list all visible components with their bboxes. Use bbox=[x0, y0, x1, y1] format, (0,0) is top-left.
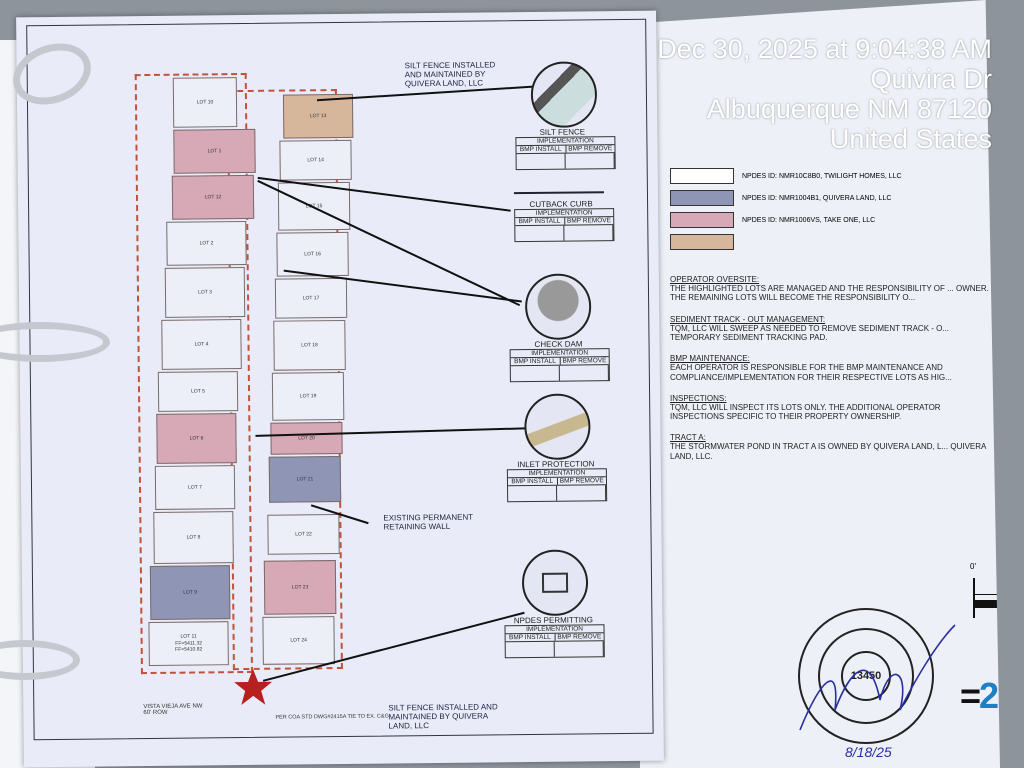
lot: LOT 1 bbox=[173, 128, 256, 174]
signature bbox=[799, 624, 956, 731]
east-lots: LOT 13 LOT 14 LOT 15 LOT 16 LOT 17 LOT 1… bbox=[245, 84, 354, 675]
signature-date: 8/18/25 bbox=[845, 744, 892, 760]
legend-swatch-white bbox=[670, 168, 734, 184]
lot: LOT 6 bbox=[156, 413, 237, 464]
note-body: THE HIGHLIGHTED LOTS ARE MANAGED AND THE… bbox=[670, 284, 989, 303]
right-page: NPDES ID: NMR10C8B0, TWILIGHT HOMES, LLC… bbox=[640, 0, 1000, 768]
site-plan-sheet: LOT 10 LOT 1 LOT 12 LOT 2 LOT 3 LOT 4 LO… bbox=[16, 10, 664, 768]
location-star-icon bbox=[234, 668, 273, 706]
lot-ff-elevation: FF=5410.82 bbox=[175, 646, 203, 653]
curb-note: PER COA STD DWG#2415A TIE TO EX. C&G bbox=[275, 713, 389, 721]
lot: LOT 3 bbox=[164, 266, 246, 318]
legend: NPDES ID: NMR10C8B0, TWILIGHT HOMES, LLC… bbox=[670, 168, 902, 256]
lot: LOT 12 bbox=[171, 174, 255, 220]
legend-text: NPDES ID: NMR1004B1, QUIVERA LAND, LLC bbox=[742, 194, 892, 202]
lot: LOT 7 bbox=[154, 465, 236, 510]
lot: LOT 22 bbox=[267, 514, 340, 555]
legend-text: NPDES ID: NMR10C8B0, TWILIGHT HOMES, LLC bbox=[742, 172, 902, 180]
lot: LOT 20 bbox=[270, 421, 343, 455]
note-body: THE STORMWATER POND IN TRACT A IS OWNED … bbox=[670, 442, 986, 461]
overlay-country: United States bbox=[829, 124, 992, 154]
notes: OPERATOR OVERSITE:THE HIGHLIGHTED LOTS A… bbox=[670, 275, 990, 461]
west-lots: LOT 10 LOT 1 LOT 12 LOT 2 LOT 3 LOT 4 LO… bbox=[145, 77, 256, 668]
note-title: SEDIMENT TRACK - OUT MANAGEMENT: bbox=[670, 314, 826, 324]
overlay-city: Albuquerque NM 87120 bbox=[706, 94, 992, 124]
silt-fence-detail-icon bbox=[530, 61, 598, 128]
lot: LOT 10 bbox=[172, 77, 238, 128]
detail-label: NPDES PERMITTING bbox=[513, 615, 594, 626]
callout-retaining-wall: EXISTING PERMANENT RETAINING WALL bbox=[383, 512, 474, 532]
binder-ring-bottom bbox=[0, 640, 80, 680]
lot: LOT 2 bbox=[166, 220, 247, 266]
lot: LOT 21 bbox=[268, 455, 342, 503]
lot: LOT 4 bbox=[161, 319, 242, 370]
inlet-protection-detail-icon bbox=[524, 393, 591, 461]
callout-silt-fence-top: SILT FENCE INSTALLED AND MAINTAINED BY Q… bbox=[404, 60, 496, 89]
lot: LOT 5 bbox=[157, 371, 239, 412]
cutback-curb-icon bbox=[513, 191, 604, 194]
lot: LOT 18 bbox=[273, 319, 346, 371]
overlay-street: Quivira Dr bbox=[870, 64, 992, 94]
note-title: OPERATOR OVERSITE: bbox=[670, 275, 760, 284]
legend-swatch-tan bbox=[670, 234, 734, 250]
detail-label: INLET PROTECTION bbox=[517, 459, 595, 470]
lot: LOT 14 bbox=[279, 139, 352, 181]
permit-sign-icon bbox=[521, 549, 589, 617]
check-dam-detail-icon bbox=[524, 273, 592, 341]
note-body: TQM, LLC WILL SWEEP AS NEEDED TO REMOVE … bbox=[670, 323, 950, 342]
scale-label: 0' bbox=[970, 562, 976, 571]
binder-ring-middle bbox=[0, 322, 110, 362]
callout-silt-fence-bottom: SILT FENCE INSTALLED AND MAINTAINED BY Q… bbox=[388, 702, 498, 731]
e2-logo: =2 bbox=[960, 675, 999, 716]
note-title: TRACT A: bbox=[670, 433, 706, 443]
lot: LOT 23 bbox=[263, 560, 337, 615]
note-body: TQM, LLC WILL INSPECT ITS LOTS ONLY. THE… bbox=[670, 402, 941, 422]
lot: LOT 11 FF=5411.32 FF=5410.82 bbox=[148, 621, 229, 667]
note-title: INSPECTIONS: bbox=[670, 393, 727, 403]
photo-timestamp-overlay: Dec 30, 2025 at 9:04:38 AM Quivira Dr Al… bbox=[657, 34, 992, 154]
legend-text: NPDES ID: NMR1006VS, TAKE ONE, LLC bbox=[742, 216, 876, 224]
lot: LOT 8 bbox=[153, 511, 234, 564]
lot: LOT 19 bbox=[271, 371, 345, 421]
lot: LOT 17 bbox=[274, 277, 348, 319]
note-body: EACH OPERATOR IS RESPONSIBLE FOR THE BMP… bbox=[670, 363, 952, 382]
engineer-stamp: 13450 bbox=[798, 608, 956, 744]
scale-bar bbox=[973, 578, 1000, 618]
note-title: BMP MAINTENANCE: bbox=[670, 354, 750, 364]
lot: LOT 9 bbox=[149, 565, 231, 620]
legend-swatch-blue bbox=[670, 190, 734, 206]
lot: LOT 24 bbox=[262, 616, 335, 665]
overlay-datetime: Dec 30, 2025 at 9:04:38 AM bbox=[657, 34, 992, 64]
legend-swatch-pink bbox=[670, 212, 734, 228]
